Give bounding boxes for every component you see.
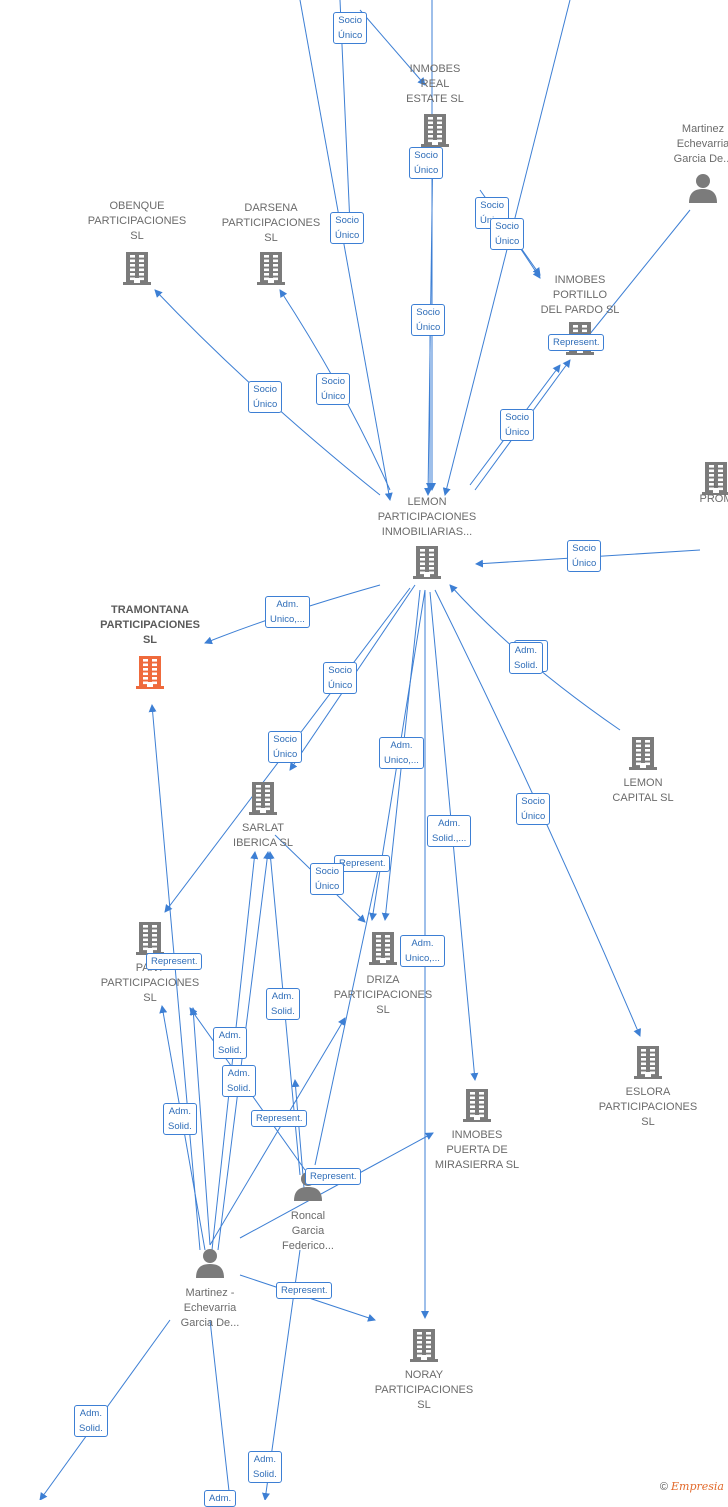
building-icon — [136, 922, 164, 955]
node-label-lemon[interactable]: LEMON PARTICIPACIONES INMOBILIARIAS... — [377, 496, 477, 538]
building-icon — [413, 546, 441, 579]
edge-label-30[interactable]: Adm. Solid. — [74, 1405, 108, 1437]
edge-label-18[interactable]: Socio Único — [516, 793, 551, 825]
node-label-noray[interactable]: NORAY PARTICIPACIONES SL — [374, 1369, 474, 1411]
node-label-inmobes_real[interactable]: INMOBES REAL ESTATE SL — [406, 63, 464, 105]
node-label-sarlat[interactable]: SARLAT IBERICA SL — [233, 822, 293, 849]
node-icon-lemon_capital[interactable] — [628, 736, 658, 775]
node-icon-noray[interactable] — [409, 1328, 439, 1367]
edge-label-20[interactable]: Socio Único — [310, 863, 345, 895]
edge-label-17[interactable]: Adm. Solid.,... — [427, 815, 472, 847]
node-label-obenque[interactable]: OBENQUE PARTICIPACIONES SL — [87, 200, 187, 242]
edge-0 — [299, 0, 393, 501]
node-label-roncal[interactable]: Roncal Garcia Federico... — [282, 1210, 334, 1252]
edge-label-2[interactable]: Socio Único — [409, 147, 444, 179]
edge-label-24[interactable]: Adm. Solid. — [213, 1027, 247, 1059]
node-icon-eslora[interactable] — [633, 1045, 663, 1084]
edge-label-1[interactable]: Socio Único — [330, 212, 365, 244]
node-icon-darsena[interactable] — [256, 251, 286, 290]
person-icon — [689, 174, 717, 203]
edge-label-25[interactable]: Adm. Solid. — [222, 1065, 256, 1097]
edge-28 — [189, 1007, 211, 1246]
building-icon — [136, 656, 164, 689]
node-label-driza[interactable]: DRIZA PARTICIPACIONES SL — [333, 974, 433, 1016]
building-icon — [257, 252, 285, 285]
edge-label-22[interactable]: Adm. Unico,... — [400, 935, 445, 967]
edge-label-32[interactable]: Adm. — [204, 1490, 237, 1507]
edge-label-26[interactable]: Adm. Solid. — [163, 1103, 197, 1135]
node-icon-martinez_top[interactable] — [688, 173, 718, 208]
node-label-eslora[interactable]: ESLORA PARTICIPACIONES SL — [598, 1086, 698, 1128]
node-label-inmobes_puerta[interactable]: INMOBES PUERTA DE MIRASIERRA SL — [434, 1129, 520, 1171]
edge-label-0[interactable]: Socio Único — [333, 12, 368, 44]
node-label-prom[interactable]: L PROM — [699, 478, 728, 505]
building-icon — [421, 114, 449, 147]
building-icon — [463, 1089, 491, 1122]
node-icon-martinez_bottom[interactable] — [195, 1248, 225, 1283]
edge-label-7[interactable]: Socio Único — [316, 373, 351, 405]
edge-label-8[interactable]: Socio Único — [500, 409, 535, 441]
edge-39 — [209, 1319, 234, 1500]
node-icon-obenque[interactable] — [122, 251, 152, 290]
node-icon-prom[interactable] — [701, 461, 728, 500]
building-icon — [629, 737, 657, 770]
building-icon — [634, 1046, 662, 1079]
node-icon-inmobes_real[interactable] — [420, 113, 450, 152]
building-icon — [123, 252, 151, 285]
node-label-martinez_bottom[interactable]: Martinez - Echevarria Garcia De... — [180, 1287, 240, 1329]
edge-36 — [314, 859, 383, 1166]
node-label-inmobes_portillo[interactable]: INMOBES PORTILLO DEL PARDO SL — [540, 274, 620, 316]
edge-label-23[interactable]: Adm. Solid. — [266, 988, 300, 1020]
building-icon — [702, 462, 728, 495]
edge-label-9[interactable]: Represent. — [548, 334, 605, 351]
edge-label-31[interactable]: Adm. Solid. — [248, 1451, 282, 1483]
brand-name: mpresia — [679, 1480, 724, 1493]
edge-label-13[interactable]: Adm. Solid. — [509, 642, 543, 674]
edge-label-14[interactable]: Socio Único — [323, 662, 358, 694]
edge-label-12[interactable]: Adm. Unico,... — [265, 596, 310, 628]
empresia-brand[interactable]: © Empresia — [660, 1480, 724, 1493]
edge-label-5[interactable]: Socio Único — [411, 304, 446, 336]
node-label-lemon_capital[interactable]: LEMON CAPITAL SL — [612, 777, 674, 804]
edge-label-21[interactable]: Represent. — [146, 953, 203, 970]
edge-26 — [148, 704, 201, 1251]
edge-label-10[interactable]: Socio Único — [567, 540, 602, 572]
edge-37 — [291, 1079, 306, 1201]
building-icon — [410, 1329, 438, 1362]
building-icon — [249, 782, 277, 815]
edge-34 — [239, 1132, 434, 1239]
node-label-martinez_top[interactable]: Martinez Echevarria Garcia De... — [673, 123, 728, 165]
node-icon-lemon[interactable] — [412, 545, 442, 584]
person-icon — [196, 1249, 224, 1278]
edge-label-16[interactable]: Adm. Unico,... — [379, 737, 424, 769]
building-icon — [369, 932, 397, 965]
edge-13 — [584, 209, 691, 341]
edge-label-6[interactable]: Socio Único — [248, 381, 283, 413]
edge-label-15[interactable]: Socio Único — [268, 731, 303, 763]
node-label-darsena[interactable]: DARSENA PARTICIPACIONES SL — [221, 202, 321, 244]
edge-label-4[interactable]: Socio Único — [490, 218, 525, 250]
node-icon-driza[interactable] — [368, 931, 398, 970]
node-icon-tramontana[interactable] — [135, 655, 165, 694]
edge-label-29[interactable]: Represent. — [276, 1282, 333, 1299]
edge-label-27[interactable]: Represent. — [251, 1110, 308, 1127]
node-icon-inmobes_puerta[interactable] — [462, 1088, 492, 1127]
copyright-symbol: © — [659, 1481, 668, 1493]
brand-initial: E — [671, 1480, 680, 1493]
node-icon-sarlat[interactable] — [248, 781, 278, 820]
edge-label-28[interactable]: Represent. — [305, 1168, 362, 1185]
node-label-tramontana[interactable]: TRAMONTANA PARTICIPACIONES SL — [100, 604, 200, 646]
